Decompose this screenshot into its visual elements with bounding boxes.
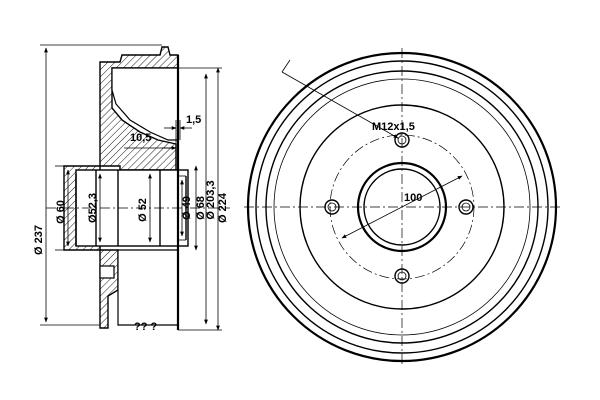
front-view: M12x1,5 100 xyxy=(244,48,560,366)
side-section-view: Ø 237 Ø 60 Ø52,3 Ø 52 Ø 49 Ø 68 Ø 203,3 … xyxy=(33,44,230,333)
bolt-hole-top xyxy=(394,132,410,148)
thread-leader xyxy=(281,71,399,139)
bolt-hole-bottom xyxy=(394,268,410,284)
dim-d52-3: Ø52,3 xyxy=(87,193,99,223)
dim-d49: Ø 49 xyxy=(181,196,193,220)
dim-w10-5: 10,5 xyxy=(130,132,151,144)
dim-d68: Ø 68 xyxy=(195,196,207,220)
drum-lower-cavity xyxy=(117,249,179,326)
pcd-dim-line xyxy=(341,175,463,239)
hub-bore-upper xyxy=(75,169,189,247)
dim-d52: Ø 52 xyxy=(137,198,149,222)
dim-w1-5: 1,5 xyxy=(186,114,201,126)
dim-d224: Ø 224 xyxy=(217,192,229,223)
dim-d60: Ø 60 xyxy=(55,200,67,224)
dim-d203-3: Ø 203,3 xyxy=(205,180,217,219)
flange-bolt-hole xyxy=(99,265,115,279)
dim-d237: Ø 237 xyxy=(33,225,45,255)
thread-label: M12x1,5 xyxy=(372,121,415,133)
dim-bottom-partial: ?? ? xyxy=(134,321,157,333)
bolt-hole-left xyxy=(324,199,340,215)
pcd-label: 100 xyxy=(404,192,422,204)
